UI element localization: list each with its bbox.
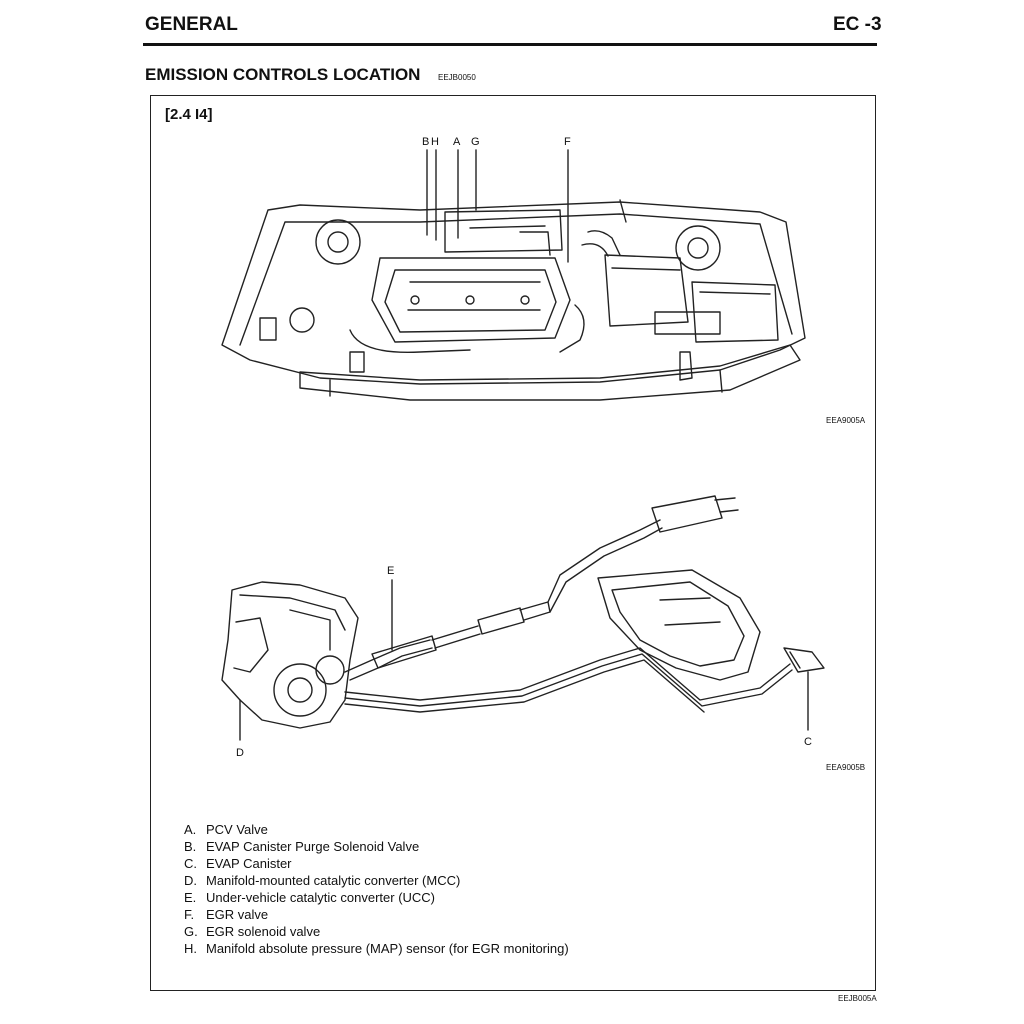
callout-g: G (471, 136, 480, 148)
legend-item: B.EVAP Canister Purge Solenoid Valve (184, 839, 420, 854)
engine-spec: [2.4 I4] (165, 106, 213, 123)
callout-h: H (431, 136, 439, 148)
callout-d: D (236, 747, 244, 759)
page-title: EMISSION CONTROLS LOCATION (145, 65, 421, 84)
legend-item: D.Manifold-mounted catalytic converter (… (184, 873, 461, 888)
callout-a: A (453, 136, 461, 148)
figure-frame (150, 95, 876, 991)
engine-bay-drawing (221, 149, 806, 401)
footer-code: EEJB005A (838, 994, 877, 1003)
legend-item: F.EGR valve (184, 907, 269, 922)
callout-b: B (422, 136, 429, 148)
legend-item: A.PCV Valve (184, 822, 268, 837)
exhaust-system-drawing (221, 495, 825, 741)
callout-f: F (564, 136, 571, 148)
title-code: EEJB0050 (438, 73, 476, 82)
vehicle-figure-id: EEA9005B (826, 763, 866, 772)
callout-e: E (387, 565, 394, 577)
page-number: EC -3 (833, 14, 882, 35)
component-legend: A.PCV Valve B.EVAP Canister Purge Soleno… (184, 821, 569, 957)
legend-item: C.EVAP Canister (184, 856, 292, 871)
callout-c: C (804, 736, 812, 748)
legend-item: G.EGR solenoid valve (184, 924, 321, 939)
header-rule (143, 43, 877, 46)
legend-item: H.Manifold absolute pressure (MAP) senso… (184, 941, 569, 956)
section-title: GENERAL (145, 14, 238, 35)
legend-item: E.Under-vehicle catalytic converter (UCC… (184, 890, 436, 905)
engine-figure-id: EEA9005A (826, 416, 866, 425)
